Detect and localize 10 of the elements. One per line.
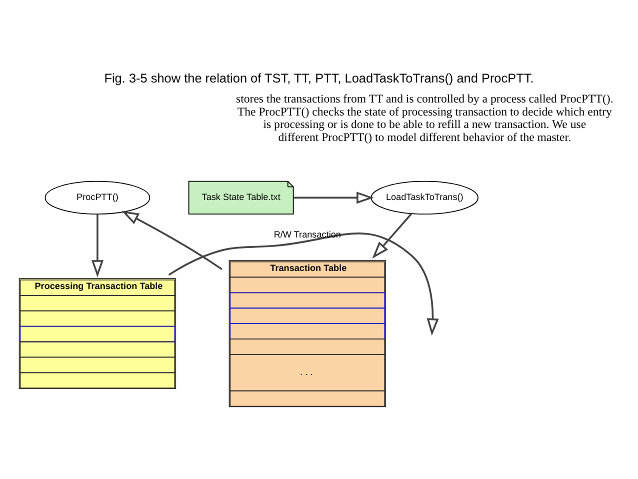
arrow: [293, 192, 374, 204]
arrow: [122, 210, 222, 270]
label: stores the transactions from TT and is controlled by a process called ProcPTT(). The ProcPTT() checks the state of processing transaction to decide which entry is processing or is done to be able to refill a new transaction. We use different ProcPTT() to model different behavior of the master.: [236, 92, 614, 144]
arrow: [168, 232, 439, 336]
caption: Fig. 3-5 show the relation of TST, TT, PTT, LoadTaskToTrans() and ProcPTT.: [104, 70, 534, 86]
node-ellipse: LoadTaskToTrans(): [370, 180, 478, 214]
edge-label: R/W Transaction: [274, 230, 341, 240]
arrow: [91, 214, 104, 278]
arrow: [372, 213, 412, 259]
node-ellipse: ProcPTT(): [44, 180, 150, 214]
